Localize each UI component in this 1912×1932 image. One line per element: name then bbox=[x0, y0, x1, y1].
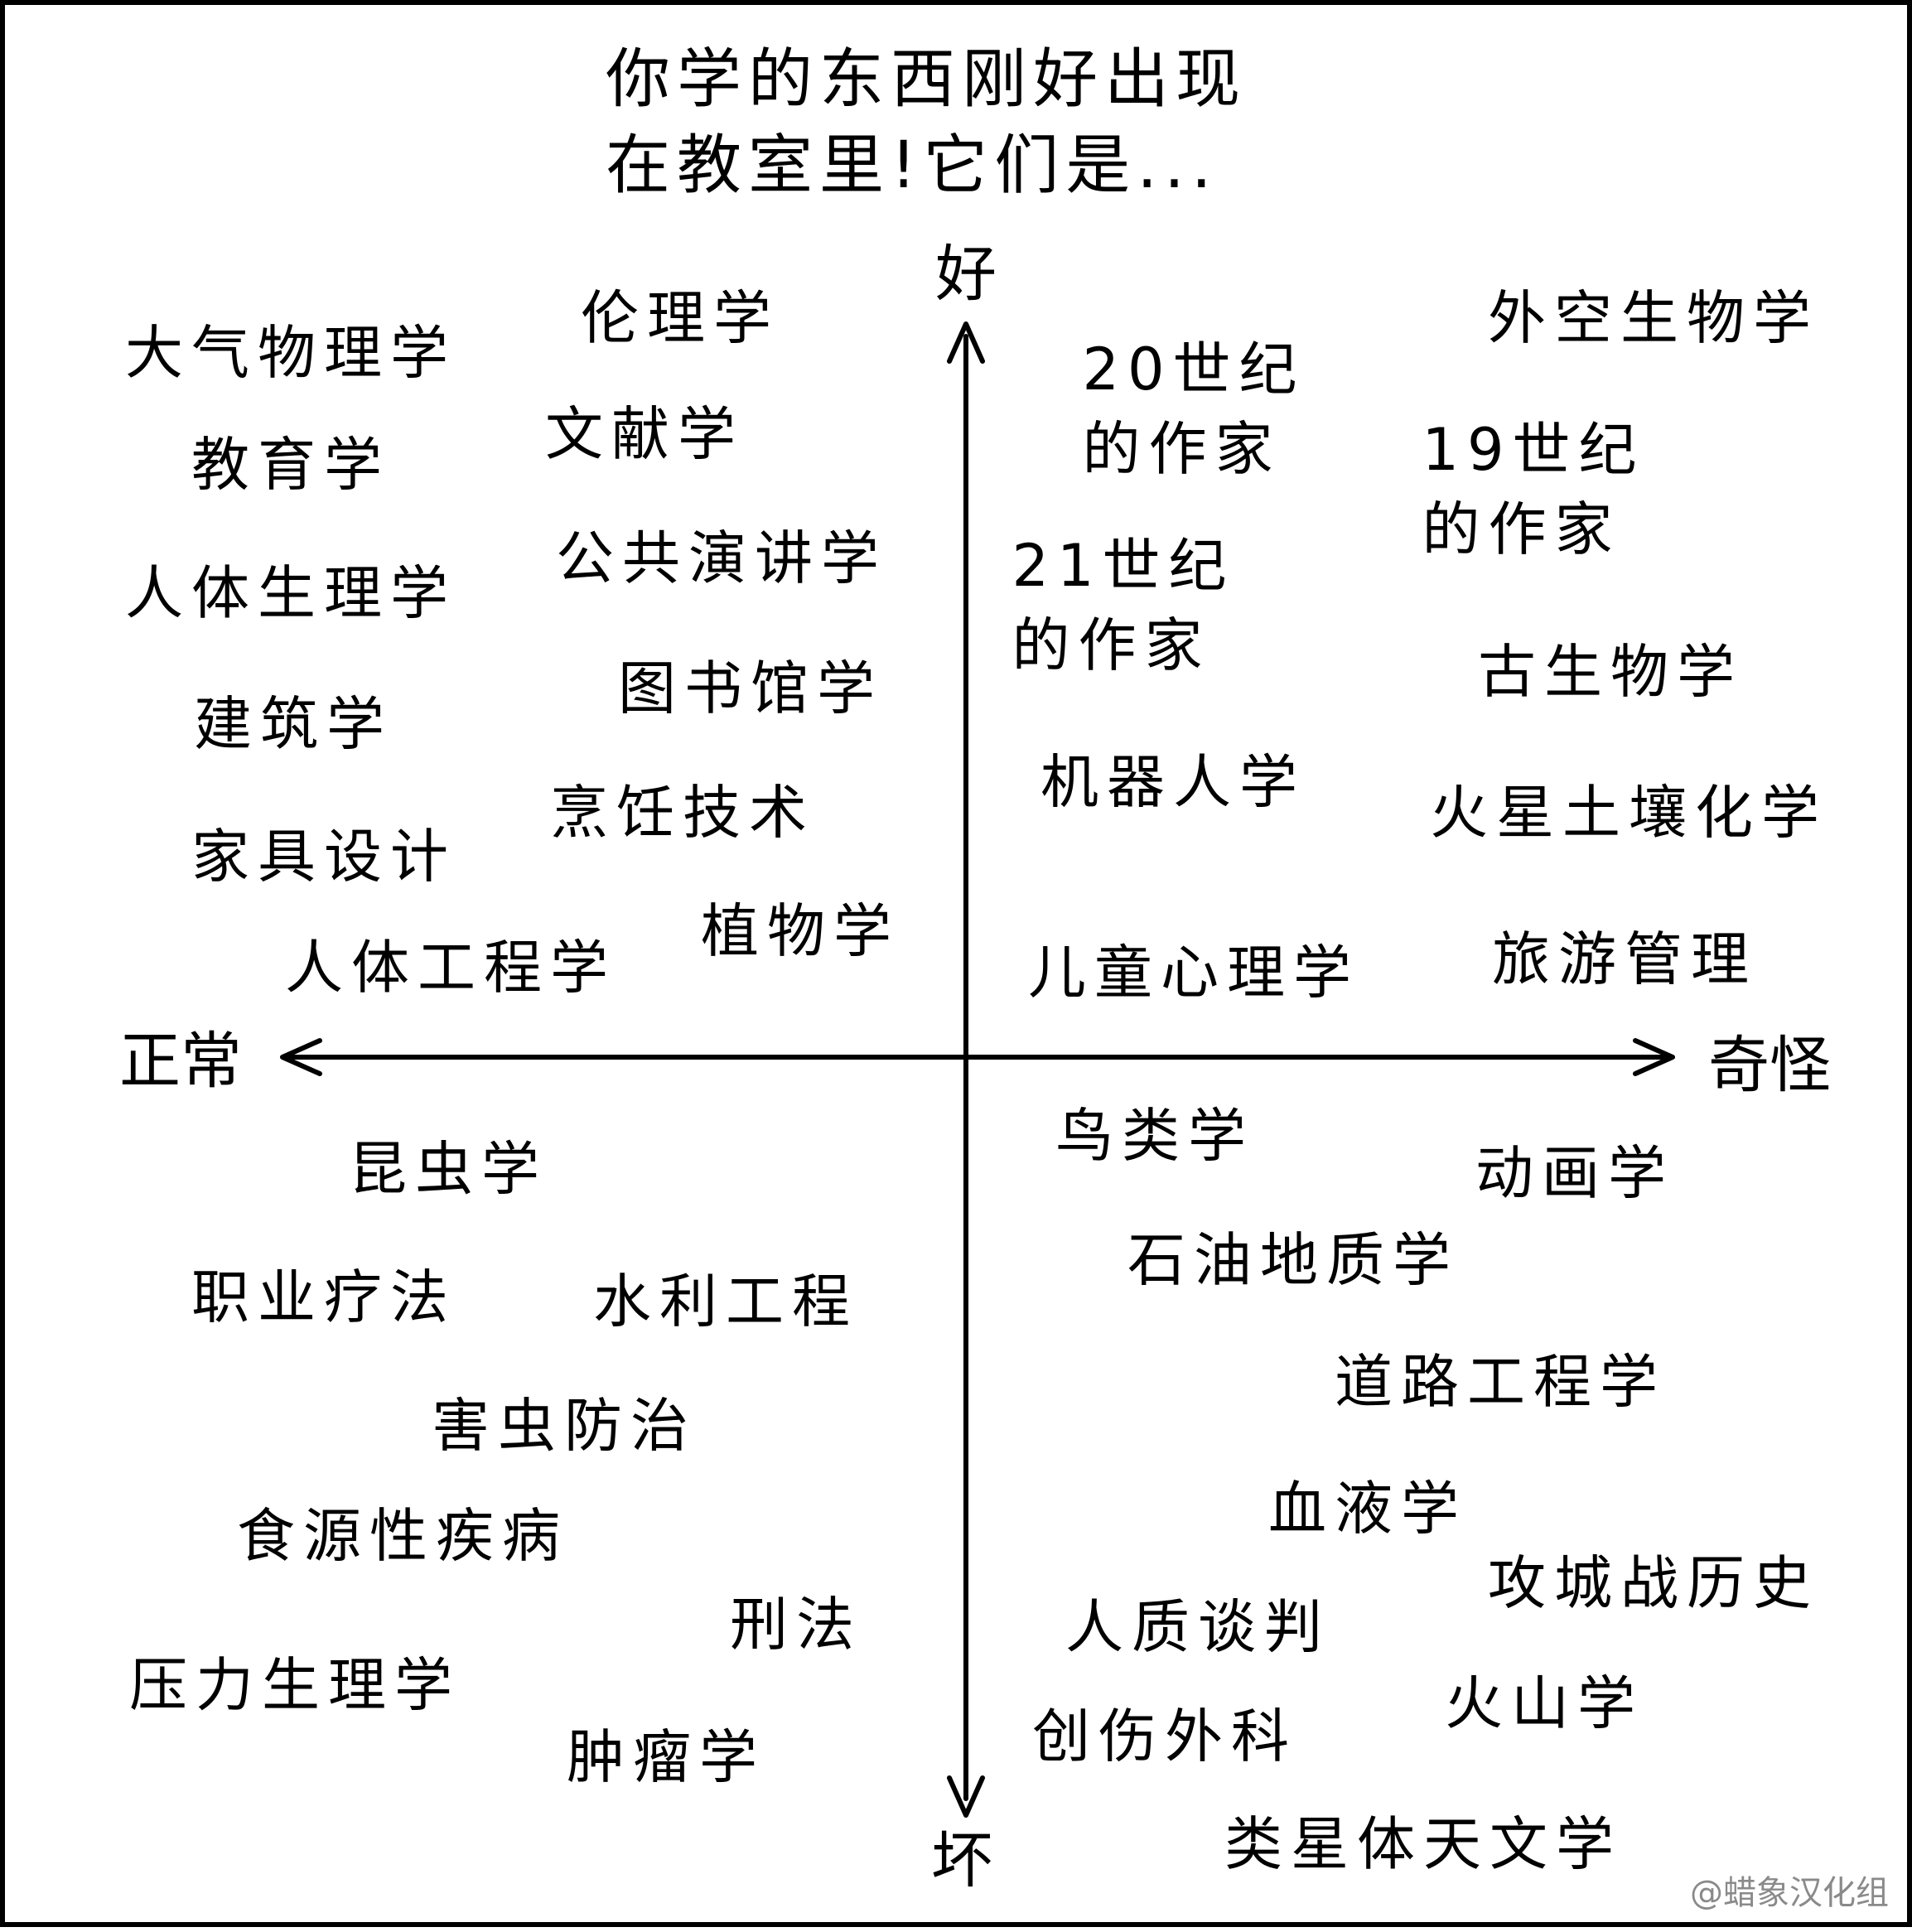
term-21st-century-writers: 21世纪 的作家 bbox=[1012, 526, 1234, 685]
translator-credit: @蜡象汉化组 bbox=[1690, 1874, 1889, 1912]
term-road-engineering: 道路工程学 bbox=[1335, 1348, 1666, 1416]
term-pest-control: 害虫防治 bbox=[432, 1392, 697, 1460]
term-library-science: 图书馆学 bbox=[618, 654, 883, 722]
axis-label-good: 好 bbox=[935, 239, 997, 310]
term-hostage-negotiation: 人质谈判 bbox=[1065, 1593, 1330, 1661]
term-trauma-surgery: 创伤外科 bbox=[1032, 1703, 1297, 1770]
term-botany: 植物学 bbox=[701, 897, 900, 965]
axis-label-weird: 奇怪 bbox=[1708, 1030, 1831, 1101]
term-atmospheric-physics: 大气物理学 bbox=[125, 319, 456, 387]
term-21st-century-line-1: 21世纪 bbox=[1012, 532, 1235, 600]
term-architecture: 建筑学 bbox=[194, 690, 393, 758]
term-19th-century-writers: 19世纪 的作家 bbox=[1422, 410, 1644, 569]
term-animation: 动画学 bbox=[1475, 1139, 1674, 1207]
term-criminal-law: 刑法 bbox=[730, 1591, 862, 1659]
arrow-left-icon bbox=[280, 1038, 322, 1076]
term-petroleum-geology: 石油地质学 bbox=[1127, 1226, 1459, 1294]
term-tourism-management: 旅游管理 bbox=[1492, 925, 1757, 993]
term-martian-soil-chemistry: 火星土壤化学 bbox=[1430, 779, 1828, 847]
term-19th-century-line-1: 19世纪 bbox=[1422, 416, 1645, 484]
term-ornithology: 鸟类学 bbox=[1055, 1102, 1254, 1170]
title-line-1: 你学的东西刚好出现 bbox=[606, 42, 1248, 117]
axis-label-normal: 正常 bbox=[119, 1026, 242, 1097]
term-ethics: 伦理学 bbox=[581, 284, 780, 352]
term-public-speaking: 公共演讲学 bbox=[556, 524, 887, 592]
term-20th-century-writers: 20世纪 的作家 bbox=[1082, 330, 1305, 489]
term-education: 教育学 bbox=[191, 431, 390, 499]
term-20th-century-line-1: 20世纪 bbox=[1082, 336, 1306, 403]
term-foodborne-illness: 食源性疾病 bbox=[237, 1502, 568, 1570]
term-quasar-astronomy: 类星体天文学 bbox=[1224, 1810, 1622, 1878]
term-culinary-arts: 烹饪技术 bbox=[550, 779, 815, 847]
term-astrobiology: 外空生物学 bbox=[1488, 284, 1819, 352]
term-robotics: 机器人学 bbox=[1040, 748, 1306, 816]
term-occupational-therapy: 职业疗法 bbox=[191, 1263, 456, 1331]
comic-title: 你学的东西刚好出现 在教室里!它们是... bbox=[606, 36, 1247, 209]
term-20th-century-line-2: 的作家 bbox=[1082, 415, 1282, 483]
term-stress-physiology: 压力生理学 bbox=[129, 1651, 461, 1719]
term-furniture-design: 家具设计 bbox=[191, 823, 456, 891]
term-hydraulic-engineering: 水利工程 bbox=[593, 1268, 858, 1335]
title-line-2: 在教室里!它们是... bbox=[606, 128, 1219, 203]
term-21st-century-line-2: 的作家 bbox=[1012, 611, 1211, 679]
term-child-psychology: 儿童心理学 bbox=[1028, 939, 1359, 1007]
term-entomology: 昆虫学 bbox=[349, 1135, 548, 1203]
term-19th-century-line-2: 的作家 bbox=[1422, 495, 1621, 563]
term-human-physiology: 人体生理学 bbox=[125, 559, 456, 627]
term-ergonomics: 人体工程学 bbox=[285, 934, 616, 1002]
axes-graphic bbox=[280, 321, 1675, 1818]
axis-label-bad: 坏 bbox=[931, 1825, 992, 1896]
term-oncology: 肿瘤学 bbox=[567, 1723, 765, 1791]
term-hematology: 血液学 bbox=[1268, 1475, 1467, 1543]
term-volcanology: 火山学 bbox=[1445, 1669, 1644, 1737]
term-paleontology: 古生物学 bbox=[1478, 638, 1743, 706]
arrow-right-icon bbox=[1633, 1038, 1675, 1076]
arrow-down-icon bbox=[947, 1775, 985, 1818]
term-philology: 文献学 bbox=[545, 400, 744, 468]
term-siege-warfare-history: 攻城战历史 bbox=[1488, 1549, 1819, 1617]
arrow-up-icon bbox=[947, 321, 985, 364]
